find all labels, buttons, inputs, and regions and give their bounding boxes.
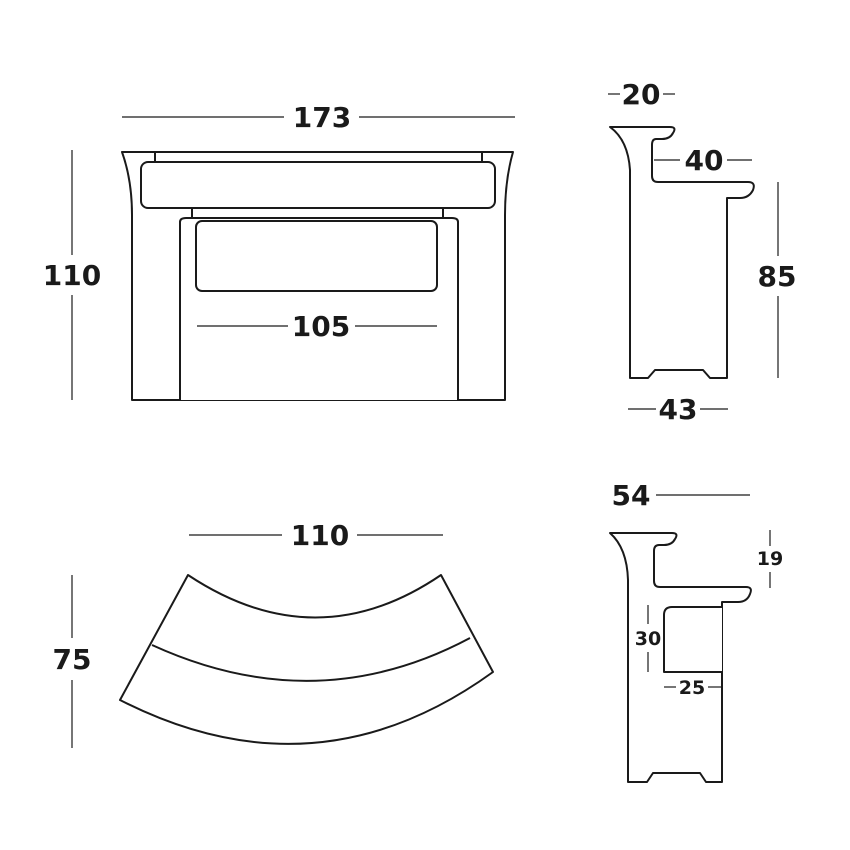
- dim-85-label: 85: [758, 260, 797, 293]
- dim-43-label: 43: [659, 393, 698, 426]
- plan-view-outer-arc: [119, 574, 494, 745]
- dim-20-label: 20: [622, 78, 661, 111]
- dim-25-label: 25: [679, 677, 705, 699]
- dim-105-label: 105: [292, 310, 350, 343]
- side-view: 20 40 85 43: [608, 78, 796, 426]
- plan-view-inner-arc: [151, 637, 471, 682]
- dim-19-label: 19: [757, 548, 783, 570]
- front-view-step: [191, 208, 444, 218]
- side-view-2: 54 19 30 25: [609, 479, 783, 783]
- dim-75-label: 75: [53, 643, 92, 676]
- front-view-panel: [195, 220, 438, 292]
- dim-30-label: 30: [635, 628, 661, 650]
- front-view-counter-top: [140, 161, 496, 209]
- plan-view: 110 75: [53, 519, 494, 748]
- dim-173-label: 173: [293, 101, 351, 134]
- front-view: 173 110 105: [43, 101, 515, 401]
- dim-54-label: 54: [612, 479, 651, 512]
- dim-110-plan-label: 110: [291, 519, 349, 552]
- side-view-profile: [609, 126, 755, 379]
- dim-40-label: 40: [685, 144, 724, 177]
- side-view-2-inner-cutout: [663, 606, 722, 673]
- dim-110-label: 110: [43, 259, 101, 292]
